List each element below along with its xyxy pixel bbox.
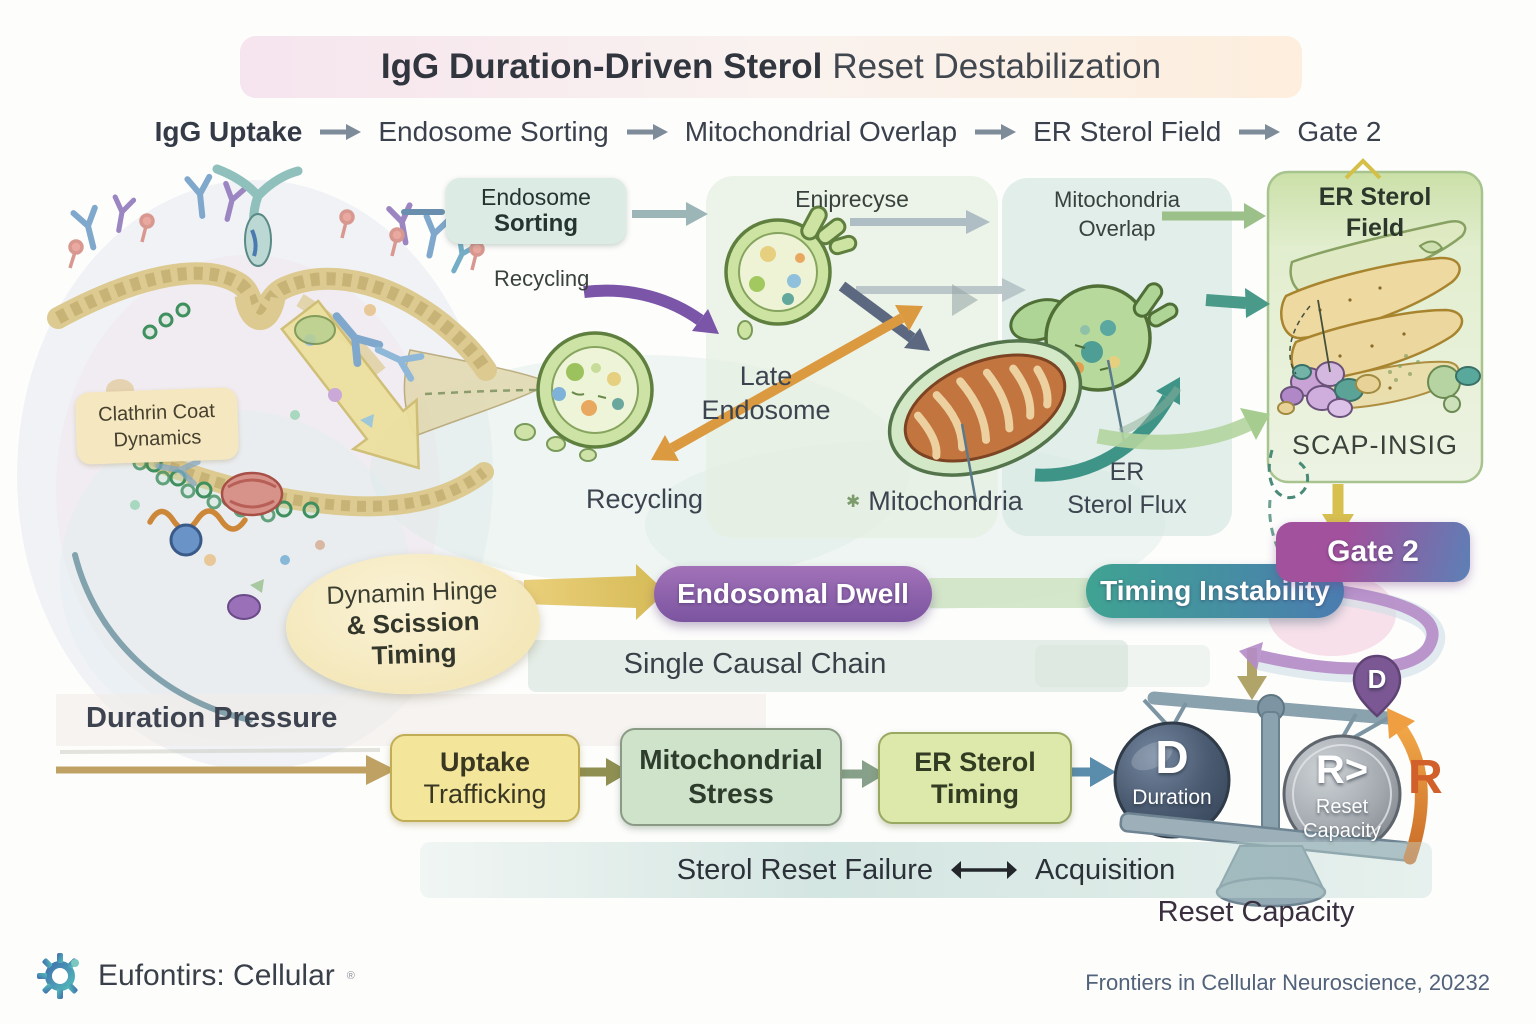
- flow-step-igg-uptake: IgG Uptake: [154, 116, 303, 147]
- ertime-line2: Timing: [930, 779, 1019, 809]
- late-endosome-line1: Late: [739, 361, 793, 391]
- uptake-line1: Uptake: [439, 746, 531, 777]
- flow-chain: IgG Uptake Endosome Sorting Mitochondria…: [0, 108, 1536, 156]
- endosomal-dwell-pill: Endosomal Dwell: [654, 566, 932, 622]
- failure-axis-band: Sterol Reset Failure Acquisition: [420, 842, 1432, 898]
- reset-ball-letter: R>: [1315, 748, 1369, 792]
- reset-rise-letter: R: [1408, 751, 1443, 804]
- flow-arrow-icon: [1239, 124, 1281, 140]
- duration-pressure-label: Duration Pressure: [86, 702, 338, 734]
- duration-pin-letter: D: [1367, 664, 1387, 694]
- dynamin-illustration: [147, 471, 284, 532]
- dynamin-line2: & Scission: [346, 605, 480, 641]
- flow-arrow-icon: [626, 124, 668, 140]
- brand-footer: Eufontirs: Cellular ®: [34, 948, 355, 1004]
- flow-step-endosome-sorting: Endosome Sorting: [378, 116, 609, 147]
- mitochondria-overlap-label: Mitochondria Overlap: [1004, 186, 1230, 243]
- mitochondrial-stress-box: Mitochondrial Stress: [620, 728, 842, 826]
- dynamin-line3: Timing: [371, 637, 457, 671]
- er-sterol-field-line1: ER Sterol: [1318, 183, 1432, 211]
- recycling-upper-label: Recycling: [494, 266, 590, 291]
- duration-ball-label: Duration: [1132, 786, 1212, 809]
- er-sterol-flux-line2: Sterol Flux: [1067, 490, 1187, 519]
- er-sterol-flux-label: ER Sterol Flux: [1052, 456, 1202, 521]
- clathrin-line2: Dynamics: [113, 426, 202, 452]
- igg-antibody-icons: [70, 173, 479, 487]
- timing-instability-pill: Timing Instability: [1086, 564, 1344, 618]
- sorting-endosome-illustration: [724, 205, 858, 340]
- flow-step-mitochondrial-overlap: Mitochondrial Overlap: [684, 116, 958, 147]
- late-endosome-label: Late Endosome: [686, 360, 846, 428]
- recycling-lower-label: Recycling: [586, 484, 704, 514]
- duration-pin-icon: [1352, 654, 1402, 718]
- cytoplasm-debris: [106, 304, 376, 620]
- flow-step-er-sterol-field: ER Sterol Field: [1033, 116, 1222, 147]
- uptake-line2: Trafficking: [423, 779, 547, 809]
- single-causal-chain-label: Single Causal Chain: [623, 648, 887, 680]
- gate2-box: Gate 2: [1276, 522, 1470, 582]
- reset-capacity-caption: Reset Capacity: [1157, 896, 1355, 928]
- flow-arrow-icon: [975, 124, 1017, 140]
- title-rest: Reset Destabilization: [832, 47, 1162, 86]
- duration-ball-letter: D: [1155, 731, 1189, 783]
- er-sterol-field-title: ER Sterol Field: [1272, 182, 1478, 245]
- central-receptor-illustration: [212, 164, 303, 267]
- endosome-sorting-line2: Sorting: [494, 210, 578, 238]
- ertime-line1: ER Sterol: [914, 746, 1036, 777]
- early-endosome-illustration: [514, 331, 654, 462]
- uptake-trafficking-box: Uptake Trafficking: [390, 734, 580, 822]
- stress-line2: Stress: [688, 778, 774, 809]
- clathrin-line1: Clathrin Coat: [97, 399, 216, 427]
- gear-logo-icon: [37, 953, 79, 999]
- brand-mark: ®: [346, 970, 355, 982]
- late-endosome-line2: Endosome: [701, 394, 831, 425]
- scap-insig-complex-illustration: [1277, 299, 1481, 418]
- reset-ball-line1: Reset: [1315, 796, 1369, 818]
- mitochondria-overlap-line1: Mitochondria: [1054, 187, 1180, 212]
- citation-footer: Frontiers in Cellular Neuroscience, 2023…: [1085, 970, 1490, 995]
- title-emphasis: IgG Duration-Driven Sterol: [380, 47, 823, 86]
- reset-rise-arrow-icon: [1387, 708, 1428, 865]
- er-sterol-field-line2: Field: [1345, 214, 1405, 243]
- mitochondria-label-text: Mitochondria: [868, 486, 1023, 516]
- flow-step-gate2: Gate 2: [1297, 116, 1382, 147]
- failure-axis-left: Sterol Reset Failure: [676, 853, 934, 886]
- clathrin-coat-label: Clathrin Coat Dynamics: [74, 387, 240, 465]
- receptor-lollipop-icons: [68, 209, 485, 271]
- flow-arrow-icon: [320, 124, 362, 140]
- mitochondria-overlap-line2: Overlap: [1078, 215, 1156, 241]
- mitochondria-label: ✱ Mitochondria: [846, 486, 1056, 517]
- failure-axis-right: Acquisition: [1035, 853, 1176, 886]
- reset-ball-line2: Capacity: [1303, 820, 1381, 842]
- asterisk-icon: ✱: [846, 491, 861, 511]
- endosome-sorting-line1: Endosome: [481, 183, 591, 210]
- stress-line1: Mitochondrial: [639, 744, 823, 776]
- title-banner: IgG Duration-Driven Sterol Reset Destabi…: [240, 36, 1302, 98]
- brand-name: Eufontirs: Cellular: [98, 959, 335, 992]
- double-arrow-icon: [951, 861, 1018, 879]
- endosome-sorting-box: Endosome Sorting: [446, 178, 626, 244]
- scap-insig-label: SCAP-INSIG: [1291, 430, 1459, 460]
- eniprecyse-label: Eniprecyse: [795, 186, 909, 212]
- er-sterol-flux-line1: ER: [1109, 458, 1145, 486]
- er-sterol-timing-box: ER Sterol Timing: [878, 732, 1072, 824]
- mitochondria-illustration: [887, 339, 1083, 477]
